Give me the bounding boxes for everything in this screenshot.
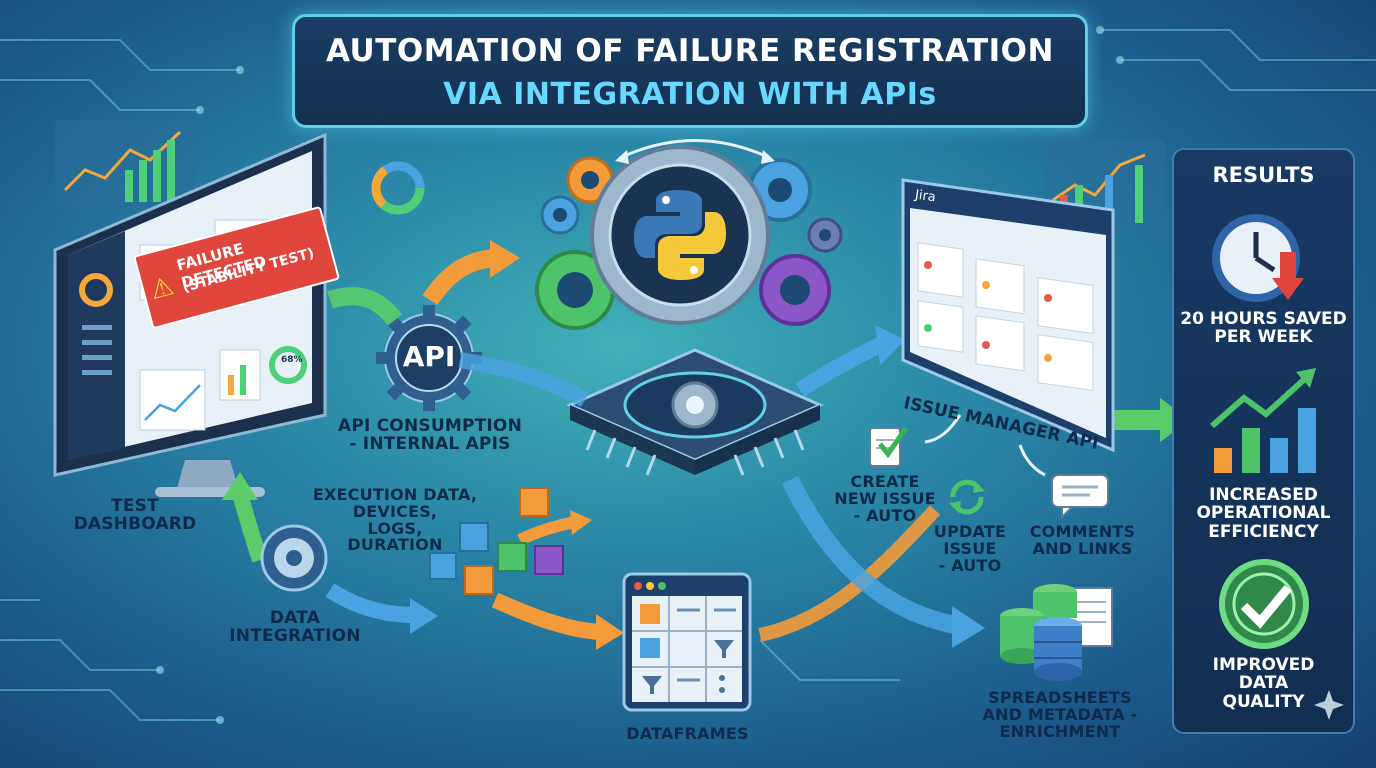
test-dashboard-label: TEST DASHBOARD (73, 496, 197, 534)
result-hours-saved: 20 HOURS SAVED PER WEEK (1180, 309, 1347, 348)
title-line-2: VIA INTEGRATION WITH APIs (443, 77, 937, 112)
rotation-arrows-icon (615, 139, 775, 164)
processor-chip (566, 348, 824, 476)
database-spreadsheet-icon (1000, 584, 1113, 681)
api-badge-text: API (402, 340, 456, 373)
sparkle-icon (1314, 690, 1344, 720)
data-integration-label: DATA INTEGRATION (229, 608, 361, 646)
execution-data-label: EXECUTION DATA, DEVICES, LOGS, DURATION (312, 485, 478, 555)
dataframes-window (622, 572, 752, 712)
data-cubes-icon (429, 487, 564, 595)
bar-growth-icon (1210, 368, 1316, 473)
title-line-1: AUTOMATION OF FAILURE REGISTRATION (326, 33, 1054, 69)
python-logo-icon (634, 190, 726, 280)
create-issue-icon (869, 426, 909, 467)
update-sync-icon (949, 479, 985, 515)
check-circle-icon (1219, 559, 1309, 649)
api-consumption-label: API CONSUMPTION - INTERNAL APIs (337, 416, 523, 454)
update-issue-label: UPDATE ISSUE - AUTO (933, 522, 1007, 575)
clock-down-icon (1212, 214, 1304, 302)
jira-app-name: Jira (914, 187, 937, 206)
title-banner: AUTOMATION OF FAILURE REGISTRATION VIA I… (292, 14, 1088, 128)
result-data-quality: IMPROVED DATA QUALITY (1212, 655, 1315, 712)
gauge-percent: 68% (281, 355, 303, 365)
comments-links-label: COMMENTS AND LINKS (1029, 522, 1136, 558)
issue-manager-window (901, 178, 1115, 453)
spreadsheets-label: SPREADSHEETS AND METADATA - ENRICHMENT (982, 688, 1138, 741)
api-gear-icon (376, 305, 482, 411)
dataframes-label: DATAFRAMES (626, 724, 749, 743)
data-integration-gear-icon (260, 524, 328, 592)
create-issue-label: CREATE NEW ISSUE - AUTO (834, 472, 936, 525)
results-panel: RESULTS 20 HOURS SAVED PER WEEK INCREASE… (1172, 148, 1355, 734)
central-gear-cluster (535, 145, 843, 330)
comment-bubble-icon (1051, 474, 1109, 520)
result-operational-efficiency: INCREASED OPERATIONAL EFFICIENCY (1196, 485, 1331, 542)
results-heading: RESULTS (1212, 163, 1315, 187)
mini-chart-top-left (55, 120, 195, 210)
donut-chart-icon (371, 161, 425, 215)
